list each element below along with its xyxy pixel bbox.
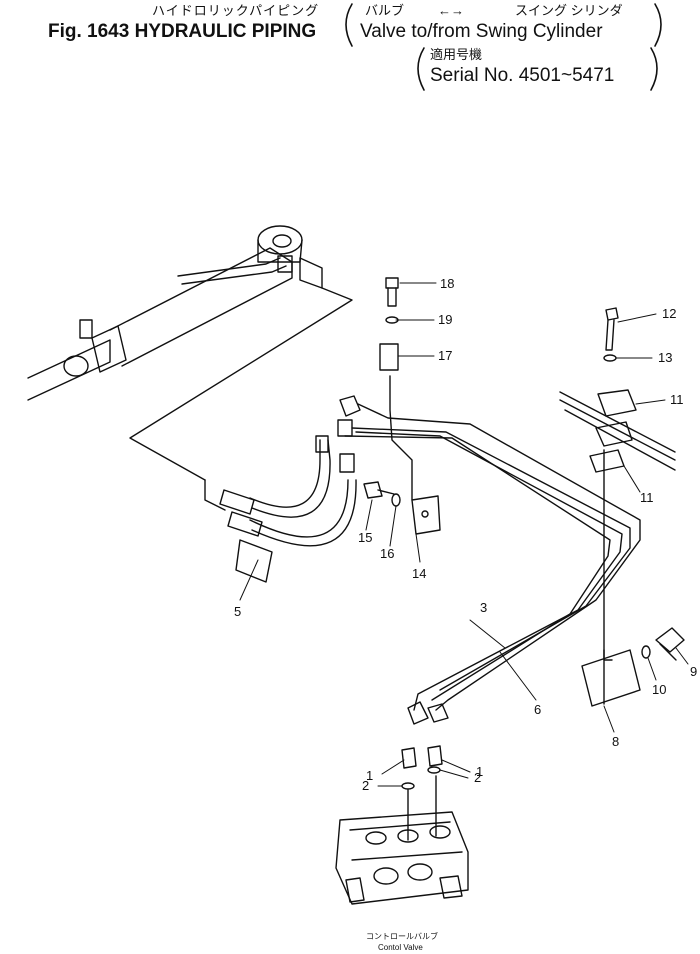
callout-1-left: 1	[366, 768, 373, 783]
callout-8: 8	[612, 734, 619, 749]
callout-numbers: 1 1 2 2 3 5 6 8 9 10 11 11 12 13 14 15 1…	[234, 276, 697, 793]
figure-title: Fig. 1643 HYDRAULIC PIPING	[48, 21, 317, 42]
callout-2-right: 2	[474, 770, 481, 785]
callout-14: 14	[412, 566, 426, 581]
control-valve	[335, 811, 469, 905]
japanese-swing-cylinder-label: スイング シリンダ	[515, 3, 623, 18]
header-brackets	[345, 3, 662, 91]
japanese-valve-label: バルブ	[365, 3, 405, 18]
hydraulic-hoses	[204, 435, 357, 583]
callout-11-upper: 11	[670, 392, 684, 407]
callout-10: 10	[652, 682, 666, 697]
callout-19: 19	[438, 312, 452, 327]
steel-pipes	[337, 395, 641, 725]
callout-11-lower: 11	[640, 490, 654, 505]
serial-number-range: Serial No. 4501~5471	[430, 65, 615, 86]
leader-lines	[239, 282, 689, 787]
callout-5: 5	[234, 604, 241, 619]
callout-1-right: 1	[476, 764, 483, 779]
clamp-assembly-left	[363, 277, 441, 535]
japanese-title: ハイドロリックパイピング	[152, 3, 320, 18]
pipe-support-bracket	[581, 627, 685, 707]
direction-arrow: ←→	[438, 3, 464, 18]
callout-18: 18	[440, 276, 454, 291]
control-valve-caption: Contol Valve	[378, 943, 423, 952]
clamp-assembly-right	[559, 307, 676, 661]
callout-16: 16	[380, 546, 394, 561]
callout-13: 13	[658, 350, 672, 365]
control-valve-caption-japanese: コントロールバルブ	[366, 932, 438, 941]
japanese-serial-label: 適用号機	[430, 47, 483, 62]
callout-3: 3	[480, 600, 487, 615]
callout-9: 9	[690, 664, 697, 679]
subtitle-valve-to-from-swing-cylinder: Valve to/from Swing Cylinder	[360, 21, 603, 42]
callout-6: 6	[534, 702, 541, 717]
callout-2-left: 2	[362, 778, 369, 793]
callout-15: 15	[358, 530, 372, 545]
callout-17: 17	[438, 348, 452, 363]
swing-cylinder	[27, 225, 353, 481]
callout-12: 12	[662, 306, 676, 321]
